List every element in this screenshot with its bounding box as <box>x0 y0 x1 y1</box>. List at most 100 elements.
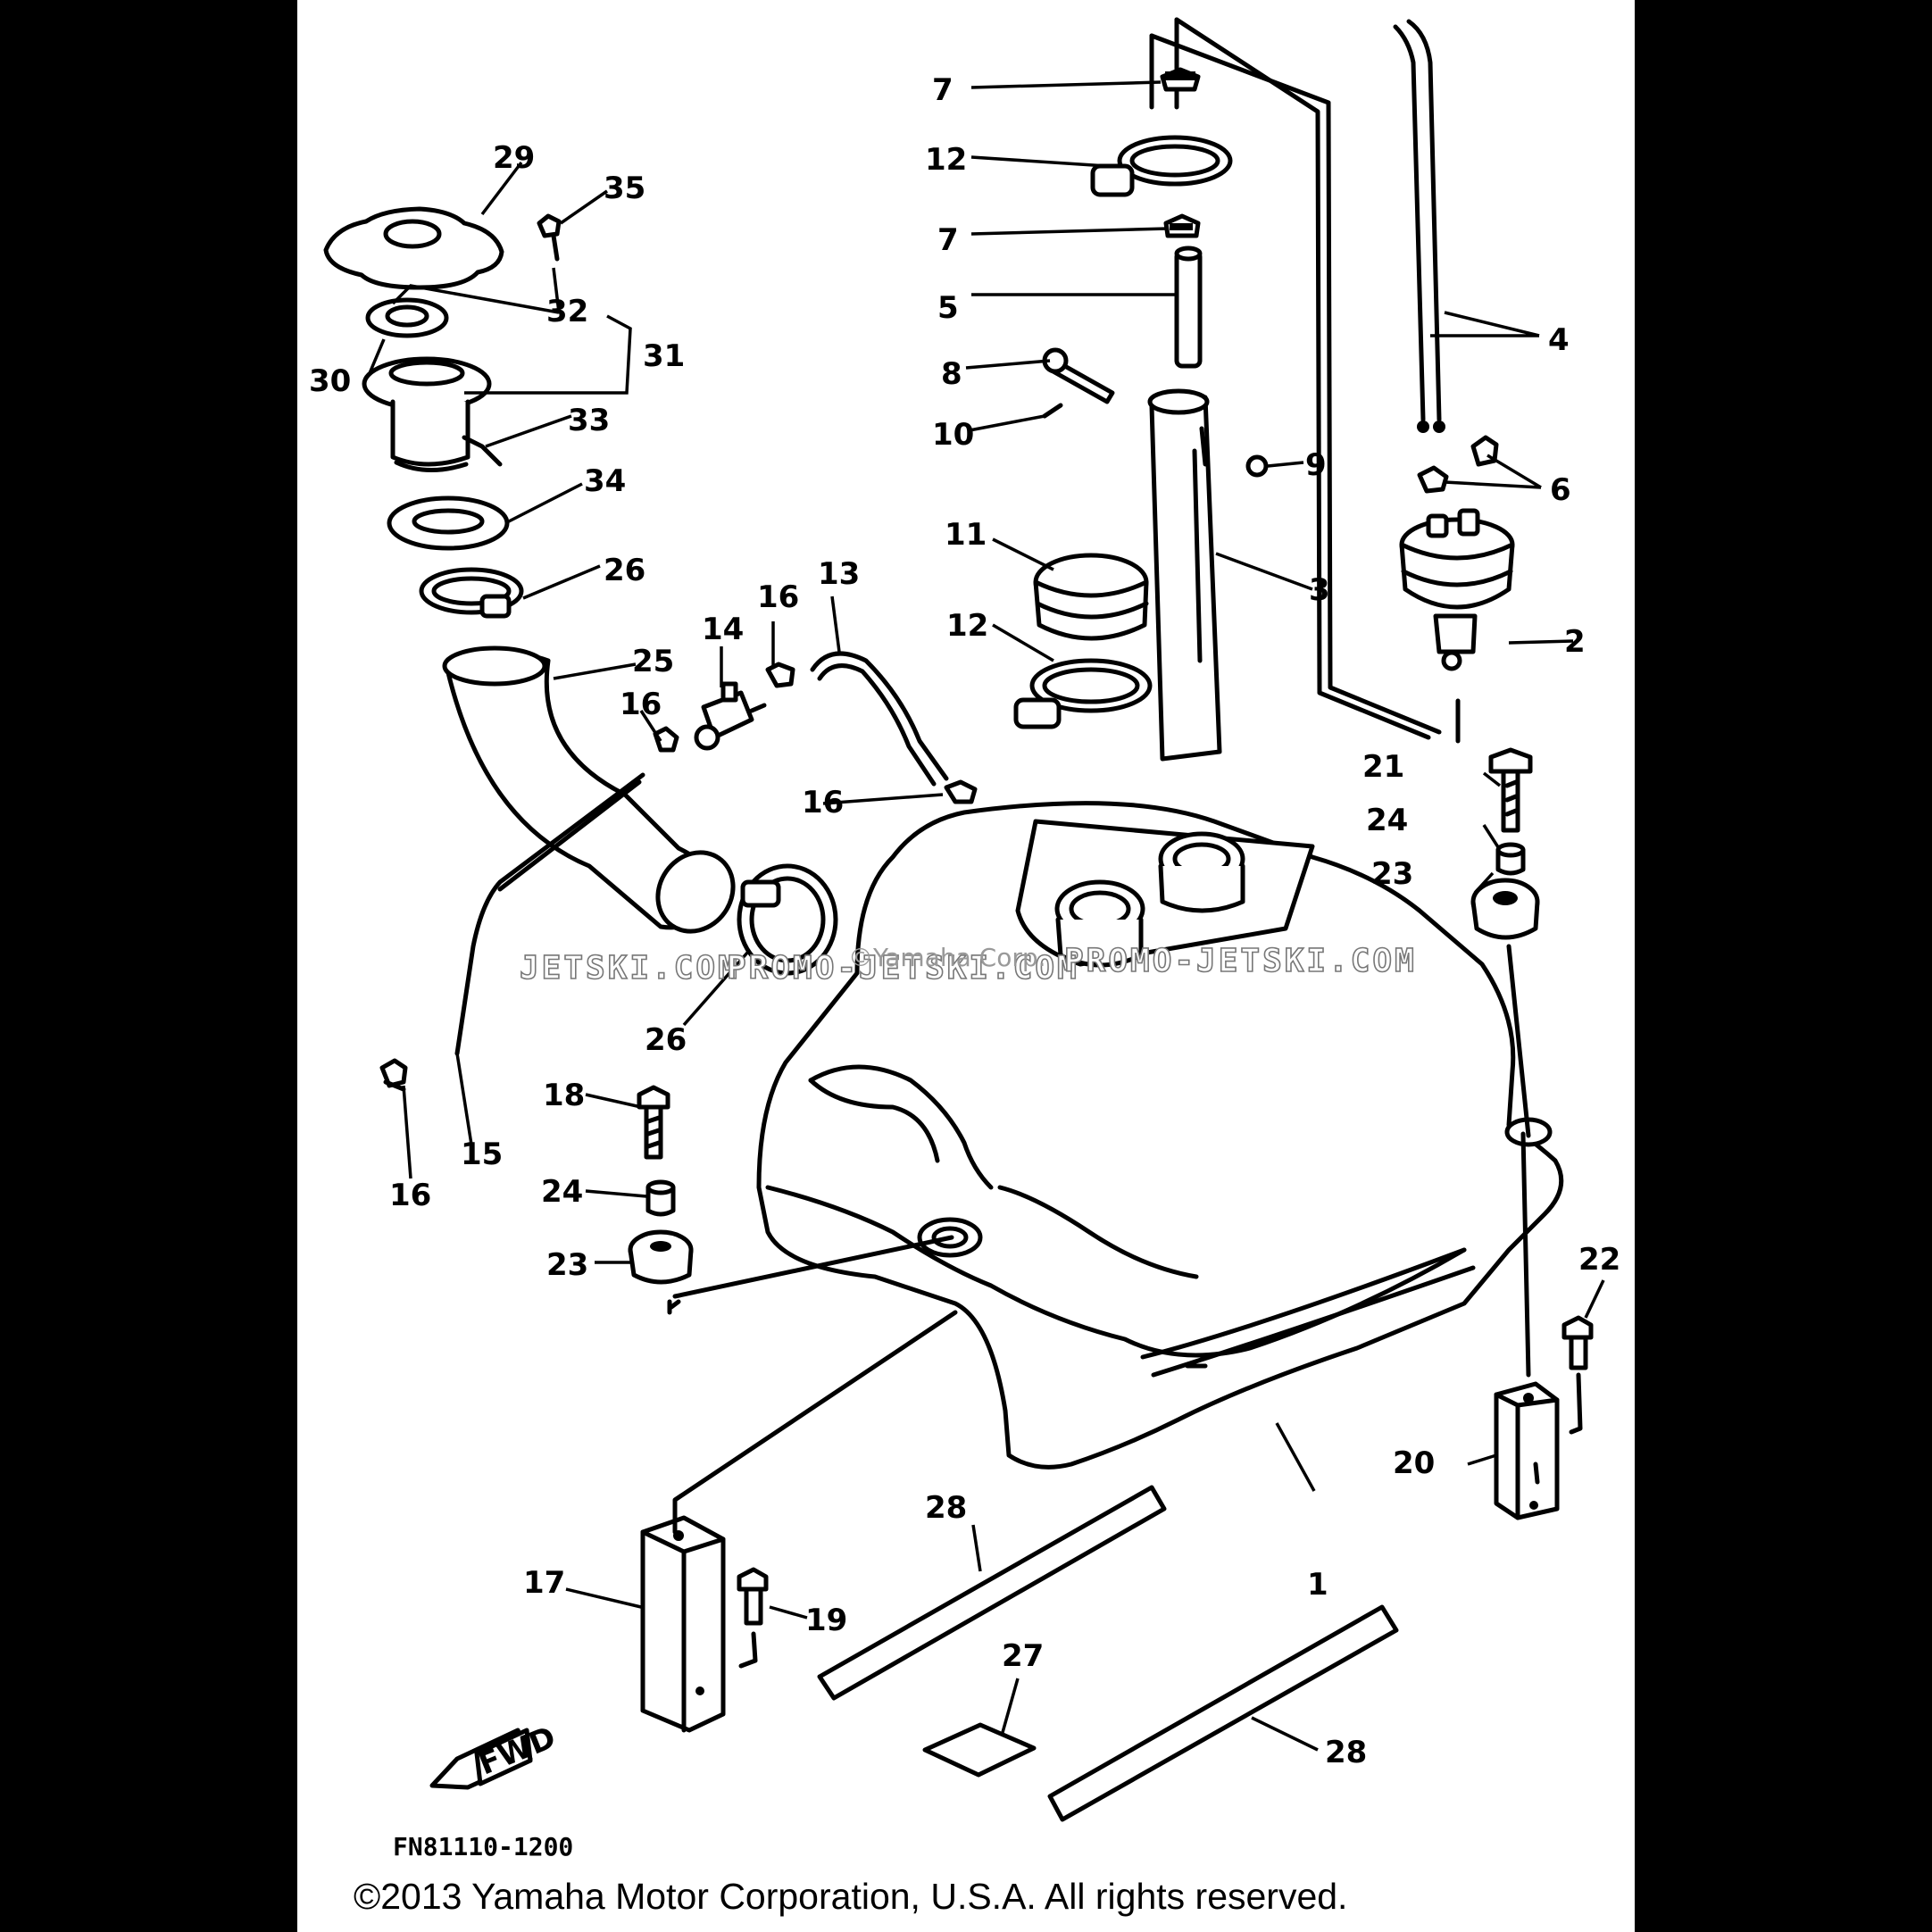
breather-hose-part <box>497 779 642 892</box>
bolt-part <box>1042 347 1115 404</box>
callout-7-upper: 7 <box>932 72 954 108</box>
callout-20: 20 <box>1393 1445 1435 1481</box>
grommet-part <box>1470 878 1540 940</box>
pad-part <box>922 1722 1037 1778</box>
hose-clip-part <box>765 662 795 688</box>
callout-1: 1 <box>1307 1567 1328 1603</box>
vent-hose-part <box>810 651 949 781</box>
mount-axis-line <box>672 1310 958 1535</box>
callout-23-right: 23 <box>1371 856 1413 892</box>
callout-12-upper: 12 <box>925 142 967 178</box>
callout-34: 34 <box>584 463 626 499</box>
callout-2: 2 <box>1564 624 1586 660</box>
clamp-part <box>419 567 524 619</box>
fwd-arrow-icon: FWD <box>429 1720 561 1790</box>
fuel-cap-part <box>323 206 504 290</box>
callout-9: 9 <box>1305 447 1327 483</box>
callout-13: 13 <box>818 556 860 592</box>
gasket-part <box>387 495 510 551</box>
watermarks: JETSKI.COM PROMO-JETSKI.COM PROMO-JETSKI… <box>519 942 1414 987</box>
cap-part <box>1033 553 1149 641</box>
pipe-part <box>1174 246 1203 369</box>
hose-clip-part <box>653 726 679 753</box>
mount-axis-line <box>669 1235 954 1310</box>
bolt-part <box>1488 747 1533 833</box>
fuel-filter-part <box>1399 508 1515 671</box>
fuel-lines-part <box>1393 19 1445 433</box>
callout-26-upper: 26 <box>604 553 645 588</box>
callout-24-left: 24 <box>541 1174 583 1210</box>
callout-17: 17 <box>523 1565 565 1601</box>
watermark-promo-1: PROMO-JETSKI.COM <box>727 950 1079 987</box>
callout-5: 5 <box>937 290 959 326</box>
callout-31: 31 <box>643 338 685 374</box>
screw-part <box>537 213 562 262</box>
callout-18: 18 <box>543 1078 585 1113</box>
filler-neck-tube-part <box>1147 388 1222 762</box>
bolt-part <box>637 1085 670 1160</box>
callout-11: 11 <box>945 517 987 553</box>
callout-4: 4 <box>1548 322 1570 358</box>
callout-21: 21 <box>1362 749 1404 785</box>
filler-hose-part <box>442 645 736 934</box>
callout-16-a: 16 <box>757 579 799 615</box>
callout-23-left: 23 <box>546 1247 588 1283</box>
callout-29: 29 <box>493 140 535 176</box>
callout-24-right: 24 <box>1366 803 1408 838</box>
clamp-part <box>737 863 838 976</box>
callout-25: 25 <box>632 644 674 679</box>
collar-part <box>1495 842 1526 876</box>
callout-14: 14 <box>702 612 744 647</box>
breather-hose-part <box>454 772 645 1056</box>
grommet-part <box>628 1229 694 1285</box>
screw-part <box>1042 403 1063 419</box>
callout-30: 30 <box>309 363 351 399</box>
callout-3: 3 <box>1309 572 1330 608</box>
rubber-strap-part <box>1047 1604 1399 1822</box>
hose-clip-part <box>379 1058 408 1092</box>
leader-lines <box>368 80 1605 1752</box>
mount-bracket-part <box>640 1515 726 1733</box>
callout-27: 27 <box>1002 1638 1044 1674</box>
vent-hose-part <box>817 663 937 787</box>
callout-numbers: 1 2 3 4 5 6 7 7 8 9 10 11 12 12 13 14 15… <box>309 72 1620 1770</box>
clamp-part <box>1013 658 1153 729</box>
clip-part <box>1163 213 1201 238</box>
hose-clip-part <box>944 779 978 804</box>
callout-28-upper: 28 <box>925 1490 967 1526</box>
callout-6: 6 <box>1550 472 1571 508</box>
callout-19: 19 <box>805 1603 847 1638</box>
drawing-code: FN81110-1200 <box>393 1832 573 1861</box>
callout-35: 35 <box>604 171 645 206</box>
bolt-part <box>737 1567 769 1669</box>
callout-10: 10 <box>932 417 974 453</box>
callout-16-d: 16 <box>389 1178 431 1213</box>
watermark-jetski: JETSKI.COM <box>520 950 740 987</box>
bolt-part <box>1561 1315 1594 1435</box>
breather-routing <box>1149 17 1461 744</box>
mount-bracket-part <box>1494 1381 1560 1520</box>
clip-part <box>1160 67 1201 92</box>
callout-22: 22 <box>1578 1242 1620 1278</box>
callout-33: 33 <box>568 403 610 438</box>
mount-axis-line <box>1506 944 1531 1378</box>
callout-16-c: 16 <box>802 785 844 820</box>
callout-15: 15 <box>461 1137 503 1172</box>
copyright-notice: ©2013 Yamaha Motor Corporation, U.S.A. A… <box>354 1876 1347 1917</box>
collar-part <box>645 1179 676 1217</box>
nut-part <box>1245 454 1269 478</box>
callout-16-b: 16 <box>620 687 662 722</box>
clamp-part <box>1090 135 1233 197</box>
callout-7-lower: 7 <box>937 222 959 258</box>
callout-12-lower: 12 <box>946 608 988 644</box>
callout-26-lower: 26 <box>645 1022 687 1058</box>
filler-neck-part <box>362 356 503 472</box>
watermark-small: ©Yamaha Corp. <box>848 943 1046 972</box>
callout-28-lower: 28 <box>1325 1735 1367 1770</box>
callout-32: 32 <box>546 294 588 329</box>
gasket-part <box>365 297 449 338</box>
fuel-tank-part <box>756 801 1564 1470</box>
callout-8: 8 <box>941 356 962 392</box>
